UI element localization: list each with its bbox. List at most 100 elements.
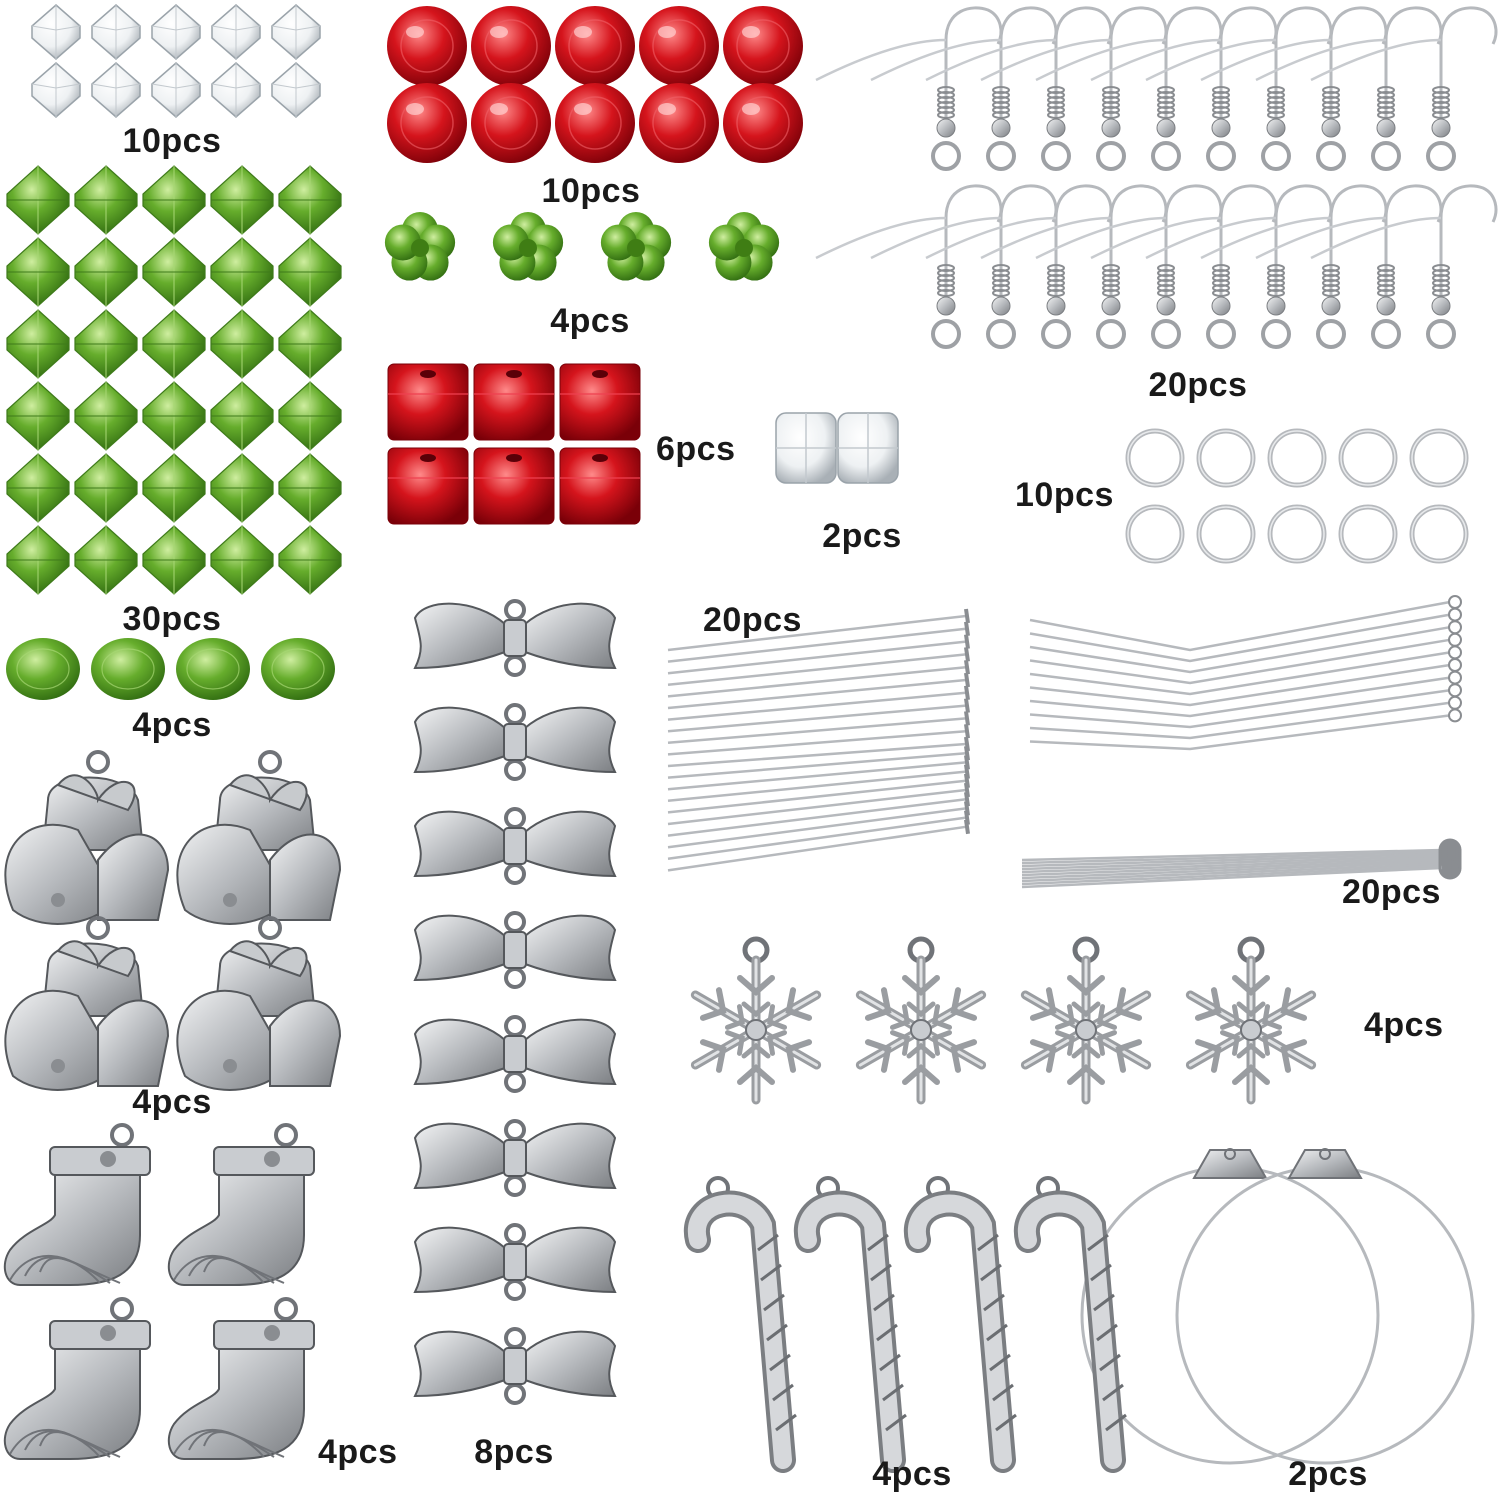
green-rondelle-bead-icon [6, 638, 80, 700]
green-bicone-bead-icon [278, 237, 342, 307]
ear-hook-icon [870, 6, 1058, 171]
green-bicone-bead-icon [6, 309, 70, 379]
clear-bicone-bead-icon [31, 4, 81, 60]
red-round-bead-icon [723, 6, 803, 86]
green-bicone-bead-icon [74, 525, 138, 595]
head-pins-count-label: 20pcs [703, 601, 802, 639]
jump-ring-icon [1267, 504, 1327, 564]
green-bicone-bead-icon [6, 237, 70, 307]
head-pin-icon [667, 672, 970, 710]
red-cube-bead-icon [559, 363, 641, 441]
jump-ring-icon [1267, 428, 1327, 488]
candy-cane-charm-icon [903, 1176, 1017, 1473]
red-round-bead-icon [387, 83, 467, 163]
ear-hook-icon [870, 184, 1058, 349]
candy-cane-charms-count-label: 4pcs [872, 1455, 952, 1493]
bow-connector-icon [413, 911, 617, 989]
green-bicone-bead-icon [142, 381, 206, 451]
candy-cane-charm-icon [1013, 1176, 1127, 1473]
green-bicone-bead-icon [210, 453, 274, 523]
head-pin-icon [667, 685, 970, 721]
green-flower-bead-icon [600, 212, 672, 281]
red-round-bead-icon [471, 83, 551, 163]
red-round-bead-icon [639, 6, 719, 86]
bell-charm-icon [4, 916, 170, 1091]
green-bicone-bead-icon [278, 309, 342, 379]
red-round-bead-icon [555, 6, 635, 86]
green-bicone-bead-icon [142, 525, 206, 595]
ear-hook-icon [1200, 6, 1388, 171]
bow-connector-icon [413, 703, 617, 781]
green-rondelle-bead-icon [91, 638, 165, 700]
bow-connector-icon [413, 1015, 617, 1093]
green-bicone-bead-icon [142, 453, 206, 523]
green-bicone-bead-icon [6, 453, 70, 523]
red-round-bead-icon [471, 6, 551, 86]
head-pin-icon [667, 819, 970, 872]
snowflake-charms-count-label: 4pcs [1364, 1006, 1444, 1044]
head-pin-icon [667, 723, 970, 756]
green-bicone-bead-icon [74, 453, 138, 523]
bow-connector-icon [413, 1119, 617, 1197]
clear-bicone-bead-icon [271, 62, 321, 118]
head-pin-icon [667, 608, 970, 652]
head-pin-icon [667, 634, 970, 675]
clear-bicone-bead-icon [151, 62, 201, 118]
eye-pin-icon [1029, 683, 1462, 729]
ear-hook-icon [815, 6, 1003, 171]
bow-connector-icon [413, 1223, 617, 1301]
jump-ring-icon [1338, 428, 1398, 488]
clear-cube-count-label: 2pcs [822, 517, 902, 555]
clear-bicone-bead-icon [211, 4, 261, 60]
red-round-bead-icon [723, 83, 803, 163]
bell-charms-count-label: 4pcs [132, 1083, 212, 1121]
snowflake-charm-icon [1020, 936, 1152, 1105]
head-pin-icon [667, 659, 970, 698]
stocking-charm-icon [3, 1297, 151, 1460]
eye-pin-icon [1029, 620, 1462, 674]
snowflake-charm-icon [1185, 936, 1317, 1105]
green-bicone-bead-icon [278, 453, 342, 523]
clear-bicone-bead-icon [91, 4, 141, 60]
green-flower-bead-icon [384, 212, 456, 281]
candy-cane-charm-icon [793, 1176, 907, 1473]
jump-ring-icon [1196, 428, 1256, 488]
green-bicone-bead-icon [278, 381, 342, 451]
green-bicone-bead-icon [142, 165, 206, 235]
snowflake-charm-icon [690, 936, 822, 1105]
jump-ring-icon [1125, 504, 1185, 564]
green-bicone-bead-icon [210, 309, 274, 379]
eye-pin-icon [1021, 856, 1462, 889]
eye-pin-icon [1029, 708, 1462, 751]
red-round-count-label: 10pcs [541, 172, 641, 210]
green-bicone-bead-icon [6, 525, 70, 595]
green-bicone-bead-icon [210, 237, 274, 307]
jump-ring-icon [1125, 428, 1185, 488]
green-bicone-bead-icon [6, 165, 70, 235]
red-cube-bead-icon [387, 447, 469, 525]
green-flower-bead-icon [492, 212, 564, 281]
green-bicone-bead-icon [278, 165, 342, 235]
red-round-bead-icon [387, 6, 467, 86]
jump-rings-count-label: 10pcs [1015, 476, 1114, 514]
red-cube-count-label: 6pcs [656, 430, 736, 468]
ear-hook-icon [1035, 184, 1223, 349]
green-rondelle-bead-icon [261, 638, 335, 700]
green-bicone-bead-icon [74, 381, 138, 451]
snowflake-charm-icon [855, 936, 987, 1105]
head-pin-icon [667, 698, 970, 733]
green-bicone-bead-icon [74, 237, 138, 307]
eye-pin-icon [1029, 632, 1462, 685]
stocking-charms-count-label: 4pcs [318, 1433, 398, 1471]
stocking-charm-icon [3, 1123, 151, 1286]
stocking-charm-icon [167, 1123, 315, 1286]
hoop-ring-icon [1080, 1148, 1380, 1465]
green-bicone-bead-icon [210, 525, 274, 595]
ear-hooks-count-label: 20pcs [1148, 366, 1248, 404]
red-cube-bead-icon [473, 363, 555, 441]
bow-connector-icon [413, 599, 617, 677]
clear-bicone-bead-icon [211, 62, 261, 118]
bell-charm-icon [176, 750, 342, 925]
green-bicone-count-label: 30pcs [122, 600, 222, 638]
